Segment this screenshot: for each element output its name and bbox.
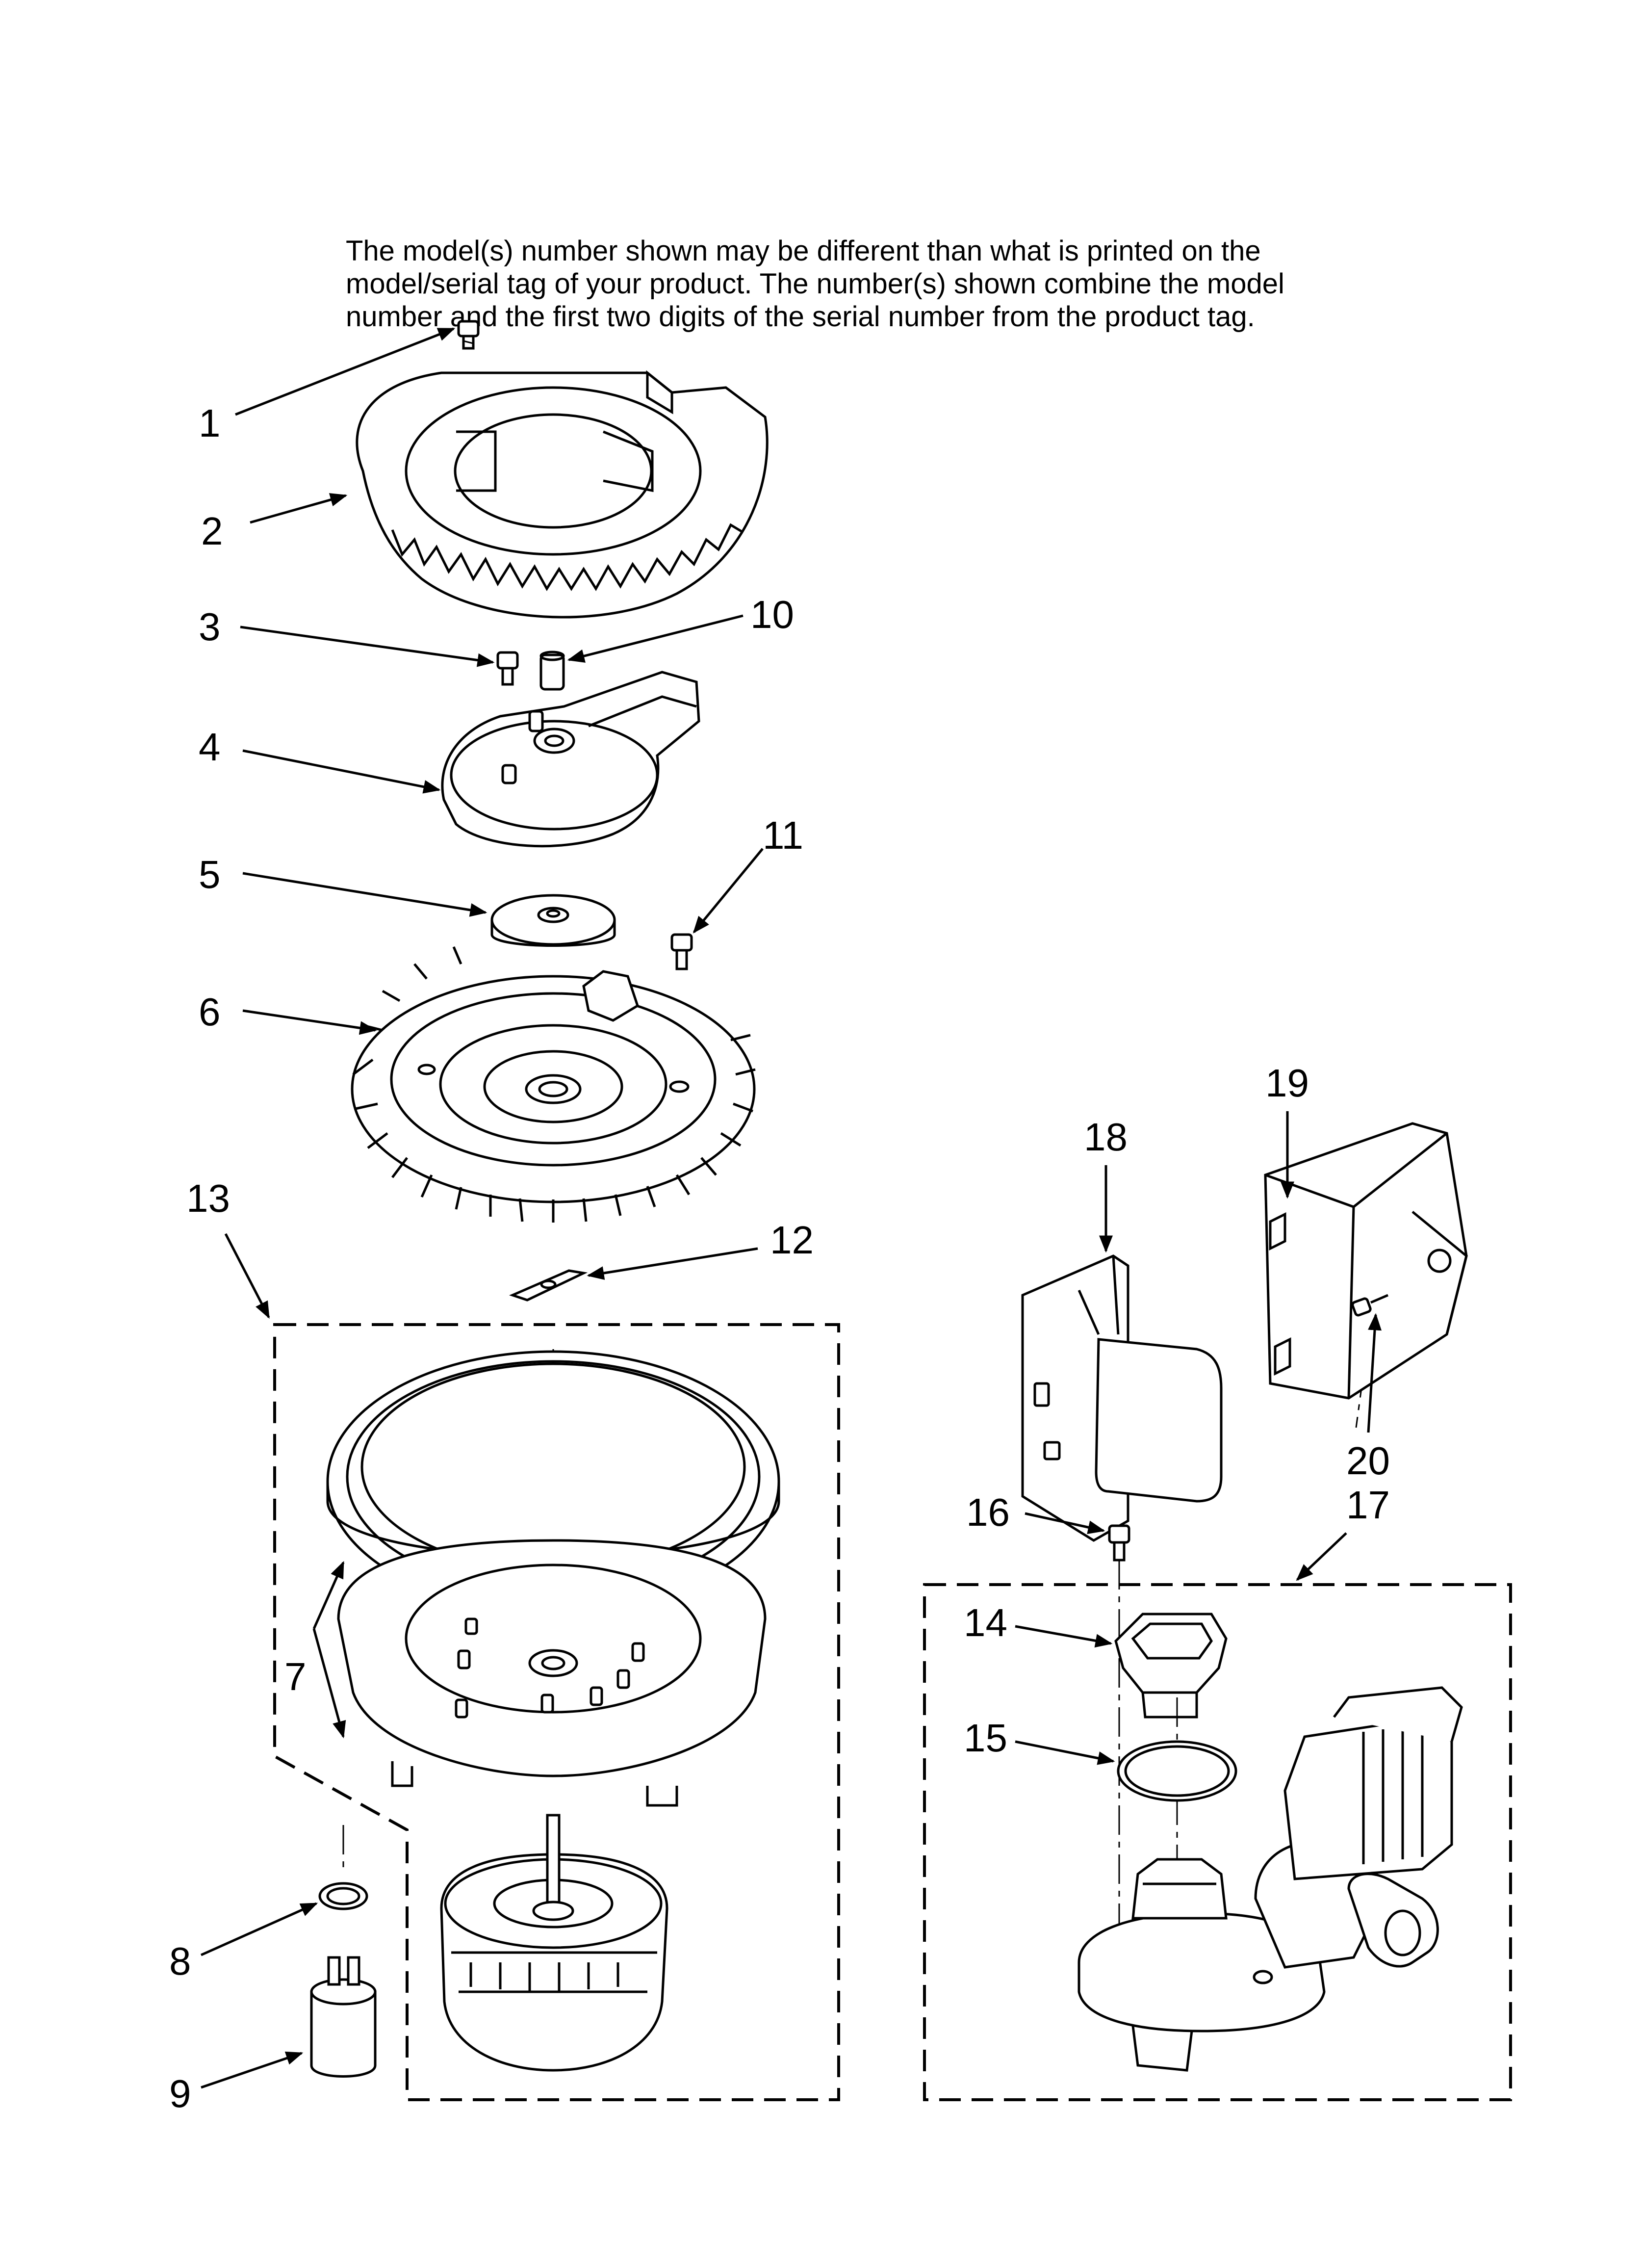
part-18-bracket	[1021, 1254, 1223, 1542]
part-8-o-ring	[318, 1882, 368, 1910]
drain-pump	[1078, 1686, 1463, 2072]
part-3-screw	[496, 651, 519, 686]
note-line-2: model/serial tag of your product. The nu…	[346, 268, 1284, 300]
part-13-assembly-box	[273, 1323, 840, 2101]
callout-15: 15	[964, 1716, 1007, 1760]
callout-9: 9	[169, 2072, 191, 2115]
leader-lines	[200, 327, 1382, 2089]
callout-4: 4	[199, 725, 221, 769]
callout-8: 8	[169, 1939, 191, 1983]
callout-13: 13	[186, 1176, 230, 1220]
callout-18: 18	[1084, 1115, 1128, 1159]
part-1-screw	[457, 320, 480, 350]
callout-14: 14	[964, 1601, 1007, 1644]
diagram-note: The model(s) number shown may be differe…	[346, 235, 1376, 333]
note-line-1: The model(s) number shown may be differe…	[346, 235, 1261, 267]
callout-10: 10	[750, 593, 794, 636]
part-4-housing	[441, 671, 700, 848]
part-20-screw	[1351, 1294, 1388, 1317]
note-line-3: number and the first two digits of the s…	[346, 301, 1255, 333]
callout-17: 17	[1346, 1483, 1390, 1527]
part-15-o-ring	[1117, 1740, 1237, 1802]
callout-7: 7	[284, 1655, 307, 1698]
part-19-cover-box	[1264, 1122, 1468, 1400]
part-7-sump	[337, 1539, 767, 1807]
part-12-clip	[509, 1269, 588, 1302]
callout-19: 19	[1265, 1061, 1309, 1105]
callout-5: 5	[199, 853, 221, 896]
part-9-sensor	[310, 1956, 377, 2078]
part-6-pump-housing	[351, 946, 756, 1223]
part-2-cover-ring	[356, 370, 769, 619]
motor-assembly	[440, 1814, 668, 2072]
part-5-impeller	[490, 894, 616, 947]
callout-20: 20	[1346, 1439, 1390, 1483]
callout-1: 1	[199, 401, 221, 445]
callout-6: 6	[199, 990, 221, 1034]
part-14-connector	[1114, 1613, 1228, 1719]
callout-3: 3	[199, 605, 221, 649]
callout-2: 2	[201, 509, 223, 553]
callout-labels: 1 2 3 4 5 6 7 8 9 10 11 12 13 14 15 16 1…	[169, 401, 1390, 2115]
part-11-screw	[670, 933, 693, 970]
callout-16: 16	[966, 1490, 1010, 1534]
part-16-screw	[1108, 1524, 1130, 1562]
part-7-seal-ring	[326, 1350, 780, 1613]
callout-12: 12	[770, 1218, 814, 1262]
part-17-assembly-box	[923, 1583, 1512, 2101]
part-10-pin	[539, 651, 565, 691]
callout-11: 11	[763, 813, 803, 857]
